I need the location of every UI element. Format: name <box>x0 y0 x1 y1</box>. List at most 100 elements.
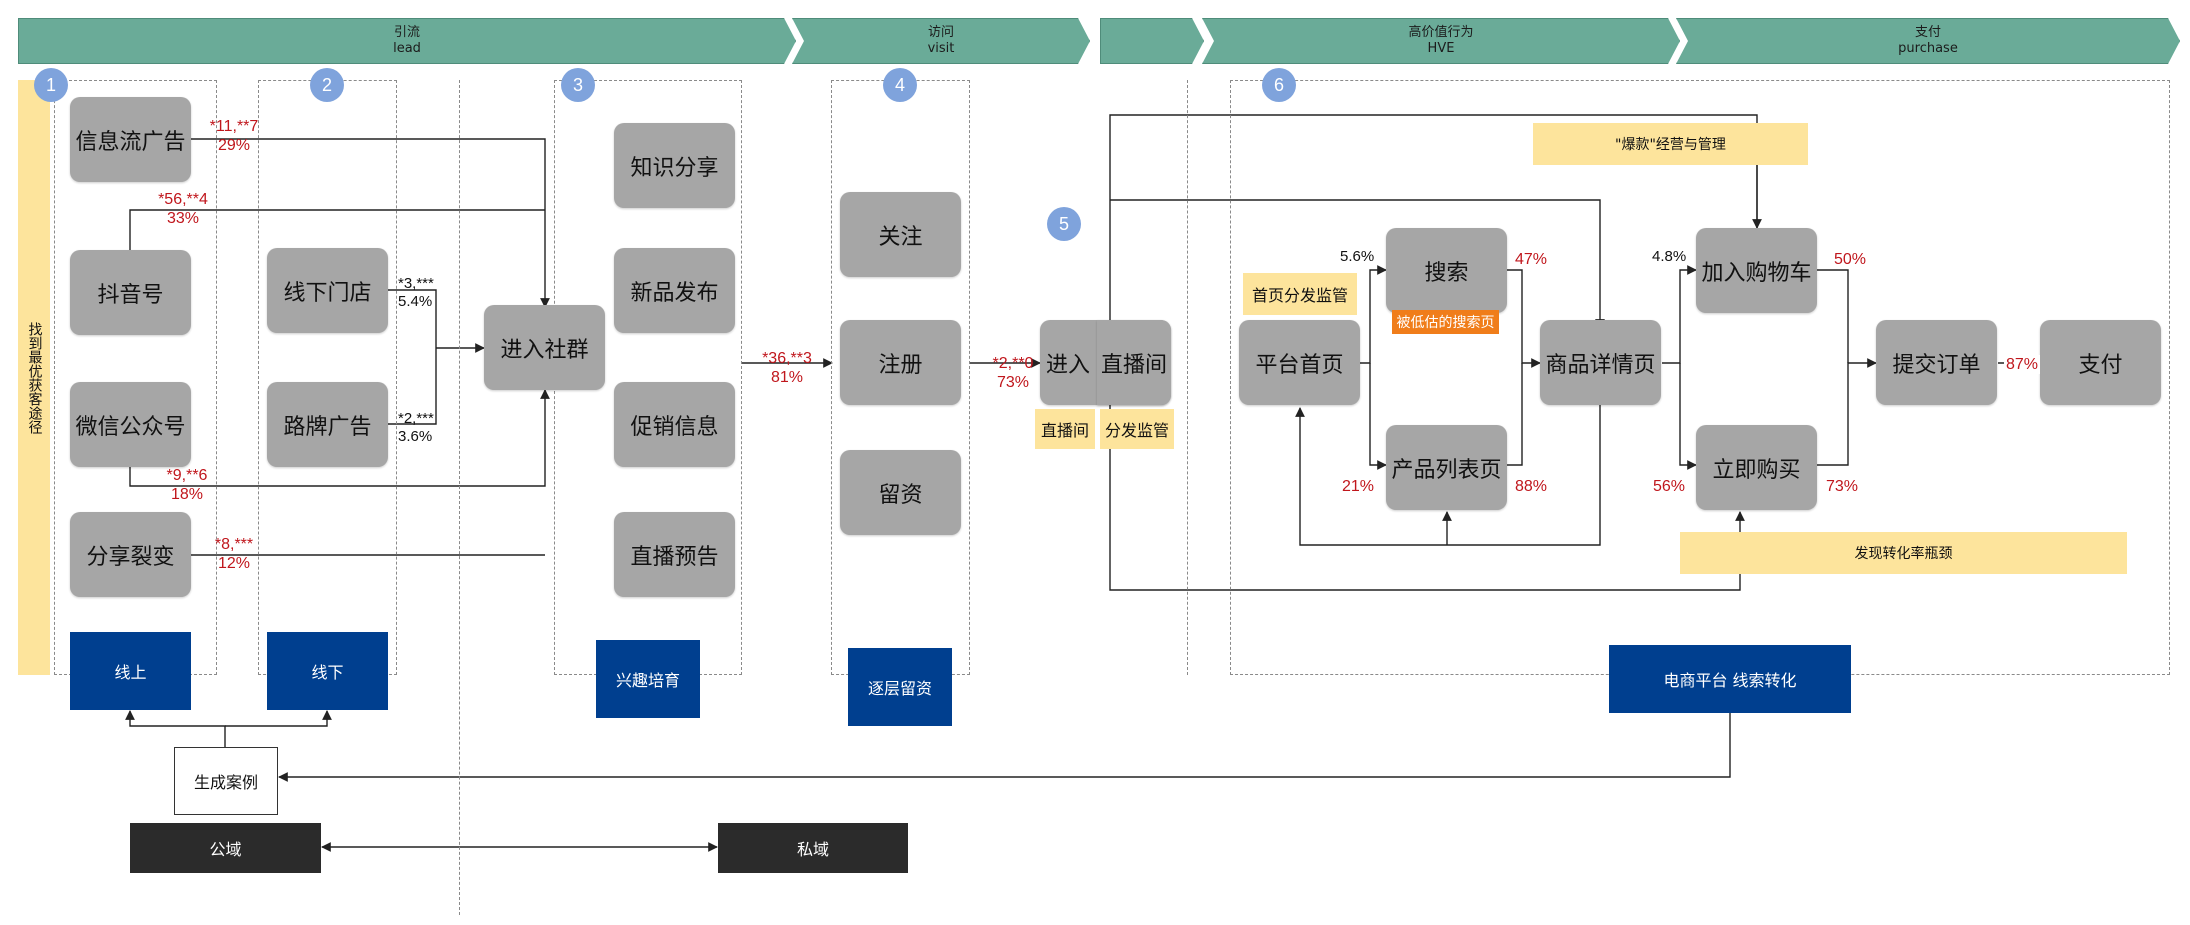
metric-feed: *11,**7 29% <box>204 117 264 155</box>
metric-store: *3,*** 5.4% <box>398 275 434 311</box>
metric-douyin-a: *56,**4 <box>158 191 208 208</box>
node-store[interactable]: 线下门店 <box>267 248 388 333</box>
metric-buy-in: 56% <box>1653 478 1686 495</box>
node-feed-ads[interactable]: 信息流广告 <box>70 97 191 182</box>
metric-share-a: *8,*** <box>214 536 254 553</box>
stage-visit-cn: 访问 <box>927 25 954 40</box>
metric-search-in: 5.6% <box>1340 248 1375 265</box>
label-online: 线上 <box>70 632 191 710</box>
metric-wechat: *9,**6 18% <box>154 466 220 504</box>
metric-douyin: *56,**4 33% <box>150 190 216 228</box>
node-product-list[interactable]: 产品列表页 <box>1386 425 1507 510</box>
metric-share-b: 12% <box>217 555 251 572</box>
edge-douyin-community <box>129 209 545 250</box>
metric-store-a: *3,*** <box>398 275 434 292</box>
edge-buy-order <box>1816 358 1877 466</box>
node-douyin[interactable]: 抖音号 <box>70 250 191 335</box>
tag-homepage-monitor: 首页分发监管 <box>1243 273 1357 315</box>
edge-cart-order <box>1816 269 1849 363</box>
stage-purchase: 支付 purchase <box>1676 18 2180 64</box>
metric-visit-a: *2,**0 <box>992 355 1034 372</box>
metric-visit: *2,**0 73% <box>987 354 1039 392</box>
metric-feed-a: *11,**7 <box>209 118 259 135</box>
metric-community-a: *36,**3 <box>762 350 812 367</box>
node-knowledge[interactable]: 知识分享 <box>614 123 735 208</box>
metric-billboard-a: *2,*** <box>398 410 434 427</box>
edge-billboard-community <box>387 348 437 425</box>
step-2: 2 <box>310 68 344 102</box>
tag-bottleneck: 发现转化率瓶颈 <box>1680 532 2127 574</box>
edge-feed-community <box>185 138 550 308</box>
node-buy-now[interactable]: 立即购买 <box>1696 425 1817 510</box>
node-live-preview[interactable]: 直播预告 <box>614 512 735 597</box>
edge-detail-cart <box>1662 265 1697 364</box>
label-interest: 兴趣培育 <box>596 640 700 718</box>
label-private-domain: 私域 <box>718 823 908 873</box>
edge-search-detail <box>1507 269 1541 368</box>
node-search[interactable]: 搜索 <box>1386 228 1507 313</box>
metric-store-b: 5.4% <box>398 293 433 310</box>
stage-lead-cn: 引流 <box>393 25 420 40</box>
label-public-domain: 公域 <box>130 823 321 873</box>
edge-list-detail <box>1507 363 1523 466</box>
node-pay[interactable]: 支付 <box>2040 320 2161 405</box>
node-live-room-right[interactable]: 直播间 <box>1097 320 1171 405</box>
metric-wechat-b: 18% <box>170 486 204 503</box>
stage-hve-en: HVE <box>1427 41 1455 56</box>
edge-cases-online <box>125 710 226 747</box>
node-wechat[interactable]: 微信公众号 <box>70 382 191 467</box>
metric-cart-out: 50% <box>1834 251 1867 268</box>
live-enter-label: 进入 <box>1046 352 1091 378</box>
edge-cases-offline <box>225 710 332 727</box>
side-label: 找到最优获客途径 <box>18 80 50 675</box>
node-register[interactable]: 注册 <box>840 320 961 405</box>
edge-detail-buy <box>1679 363 1697 470</box>
node-billboard[interactable]: 路牌广告 <box>267 382 388 467</box>
node-community[interactable]: 进入社群 <box>484 305 605 390</box>
edge-home-search <box>1360 265 1387 364</box>
node-homepage[interactable]: 平台首页 <box>1239 320 1360 405</box>
node-follow[interactable]: 关注 <box>840 192 961 277</box>
zone-offline <box>258 80 397 675</box>
stage-hve-cn: 高价值行为 <box>1408 25 1474 40</box>
metric-billboard-b: 3.6% <box>398 428 433 445</box>
metric-billboard: *2,*** 3.6% <box>398 410 434 446</box>
edge-ecommerce-cases <box>278 712 1731 782</box>
edge-detail-back-loop <box>1295 405 1601 546</box>
stage-purchase-cn: 支付 <box>1914 25 1941 40</box>
tag-distribution-monitor: 分发监管 <box>1100 409 1174 449</box>
metric-visit-b: 73% <box>996 374 1030 391</box>
metric-community: *36,**3 81% <box>754 349 820 387</box>
stage-hve: 高价值行为 HVE <box>1202 18 1680 64</box>
tag-search-undervalued: 被低估的搜索页 <box>1392 310 1499 334</box>
metric-community-b: 81% <box>770 369 804 386</box>
zone-ecommerce <box>1230 80 2170 675</box>
label-ecommerce: 电商平台 线索转化 <box>1609 645 1851 713</box>
divider-public-private <box>459 80 460 915</box>
label-retention: 逐层留资 <box>848 648 952 726</box>
stage-lead: 引流 lead <box>18 18 796 64</box>
tag-live-room: 直播间 <box>1035 409 1095 449</box>
node-new-product[interactable]: 新品发布 <box>614 248 735 333</box>
divider-live <box>1187 80 1188 675</box>
stage-lead-en: lead <box>393 41 421 56</box>
metric-buy-out: 73% <box>1826 478 1859 495</box>
node-submit-order[interactable]: 提交订单 <box>1876 320 1997 405</box>
step-6: 6 <box>1262 68 1296 102</box>
node-share[interactable]: 分享裂变 <box>70 512 191 597</box>
edge-live-detail-loop <box>1110 199 1605 329</box>
metric-wechat-a: *9,**6 <box>166 467 208 484</box>
edge-wechat-community <box>129 389 550 487</box>
stage-purchase-en: purchase <box>1898 41 1958 56</box>
node-promotion[interactable]: 促销信息 <box>614 382 735 467</box>
node-leave-info[interactable]: 留资 <box>840 450 961 535</box>
label-offline: 线下 <box>267 632 388 710</box>
node-product-detail[interactable]: 商品详情页 <box>1540 320 1661 405</box>
node-generate-cases[interactable]: 生成案例 <box>174 747 278 815</box>
metric-share: *8,*** 12% <box>204 535 264 573</box>
node-add-cart[interactable]: 加入购物车 <box>1696 228 1817 313</box>
metric-order-out: 87% <box>2004 355 2041 374</box>
stage-visit: 访问 visit <box>792 18 1090 64</box>
